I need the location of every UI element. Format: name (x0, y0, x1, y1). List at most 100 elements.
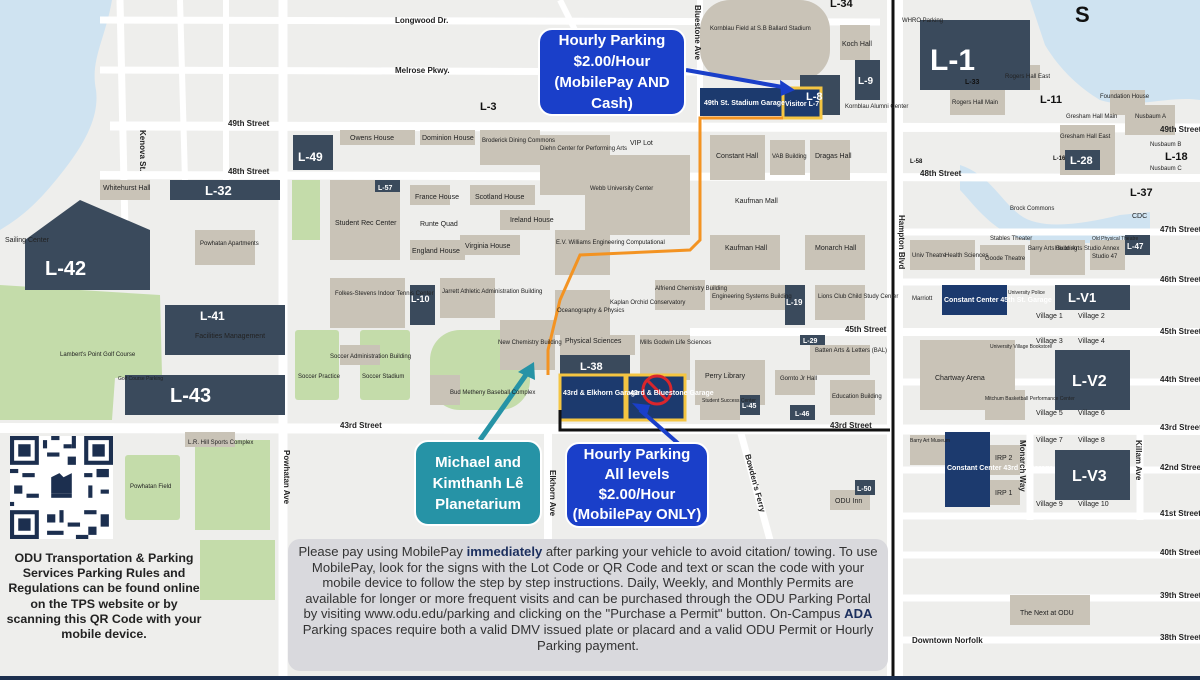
arrow-planetarium-head (518, 362, 535, 380)
label-rogers-east: Rogers Hall East (1005, 74, 1050, 80)
lot-l32-label: L-32 (205, 183, 232, 198)
lr-hill-bldg (185, 432, 235, 447)
soccer-admin-bldg (340, 345, 380, 365)
label-whro: WHRO Parking (902, 18, 943, 24)
lot-l34-label: L-34 (830, 0, 854, 10)
lot-lv1 (1055, 285, 1130, 310)
lot-l9 (855, 60, 880, 100)
webb-bldg (585, 155, 690, 235)
label-village5: Village 5 (1036, 410, 1063, 417)
street-longwood: Longwood Dr. (395, 16, 448, 25)
bud-metheny-bldg (430, 375, 460, 405)
monarch-hall-bldg (805, 235, 865, 270)
label-univ-village-bookstore: University Village Bookstore (990, 344, 1052, 350)
label-village1: Village 1 (1036, 313, 1063, 320)
footer-bar (0, 676, 1200, 680)
qr-code[interactable] (10, 436, 113, 539)
label-jarrett: Jarrett Athletic Administration Building (442, 289, 542, 295)
mills-godwin-bldg (640, 335, 690, 380)
street-elkhorn: Elkhorn Ave (548, 470, 557, 517)
ev-williams-bldg (555, 230, 610, 275)
label-powhatan-apts: Powhatan Apartments (200, 241, 259, 247)
street-43rd-c: 43rd Street (1160, 423, 1200, 432)
label-brock: Brock Commons (1010, 206, 1054, 212)
street-45th-b: 45th Street (1160, 327, 1200, 336)
stadium-garage (700, 88, 782, 116)
route-orange (546, 116, 783, 375)
field-lot-b (195, 440, 270, 530)
street-killam: Killam Ave (1134, 440, 1143, 481)
street-44th: 44th Street (1160, 375, 1200, 384)
koch-hall-bldg (840, 25, 870, 60)
lot-l16-label: L-16 (1053, 156, 1066, 162)
garage-constant43-label: Constant Center 43rd St Garage (947, 465, 1053, 472)
label-village10: Village 10 (1078, 501, 1109, 508)
label-facilities: Facilities Management (195, 333, 265, 340)
callout-line: Kimthanh Lê (432, 474, 524, 492)
label-marriott: Marriott (912, 296, 933, 302)
lot-l3-label: L-3 (480, 101, 497, 113)
label-village2: Village 2 (1078, 313, 1105, 320)
label-virginia: Virginia House (465, 243, 511, 250)
lot-l33-label: L-33 (965, 79, 980, 86)
label-batten: Batten Arts & Letters (BAL) (815, 348, 887, 354)
notice-emphasis: immediately (466, 544, 543, 559)
label-stables: Stables Theater (990, 236, 1032, 242)
label-engineering-sys: Engineering Systems Building (712, 294, 792, 300)
ocean-phys-bldg (555, 290, 610, 335)
label-owens: Owens House (350, 135, 394, 142)
lot-l50-label: L-50 (857, 486, 872, 493)
mitchum-bldg (985, 390, 1025, 420)
lot-l41-label: L-41 (200, 309, 225, 323)
label-vab: VAB Building (772, 154, 807, 160)
label-village7: Village 7 (1036, 437, 1063, 444)
label-gresham-main: Gresham Hall Main (1066, 114, 1117, 120)
studio47-bldg (1090, 240, 1125, 270)
folkes-bldg (330, 278, 405, 328)
lot-lv1-label: L-V1 (1068, 290, 1096, 305)
hourly-parking-callout-bottom: Hourly Parking All levels $2.00/Hour (Mo… (565, 442, 709, 528)
ireland-bldg (500, 210, 550, 230)
education-bldg (830, 380, 875, 415)
street-48th-b: 48th Street (920, 169, 962, 178)
jarrett-bldg (440, 278, 495, 318)
constant43-garage (945, 432, 990, 507)
label-monarch-hall: Monarch Hall (815, 245, 857, 252)
label-village8: Village 8 (1078, 437, 1105, 444)
lions-club-bldg (815, 285, 865, 320)
lot-l46 (790, 405, 815, 420)
street-40th: 40th Street (1160, 548, 1200, 557)
field-lot-a (292, 180, 320, 240)
lot-l37-label: L-37 (1130, 187, 1153, 199)
lot-l19 (785, 285, 805, 325)
street-powhatan: Powhatan Ave (282, 450, 291, 505)
nusbaum-bldg (1125, 105, 1175, 135)
notice-text: after parking your vehicle to avoid cita… (303, 544, 878, 622)
route-black (558, 410, 890, 432)
street-48th: 48th Street (228, 167, 270, 176)
label-kornblau: Kornblau Field at S.B Ballard Stadium (710, 26, 811, 32)
label-gresham-east: Gresham Hall East (1060, 134, 1111, 140)
label-mills-godwin: Mills Godwin Life Sciences (640, 340, 711, 346)
lot-l32 (170, 180, 280, 200)
street-45th: 45th Street (845, 325, 887, 334)
golf-course (0, 285, 162, 420)
univ-theatre-bldg (910, 240, 945, 270)
label-health-sciences: Health Sciences (945, 253, 988, 259)
scotland-bldg (470, 185, 535, 205)
label-soccer-admin: Soccer Administration Building (330, 354, 411, 360)
lot-l49-label: L-49 (298, 150, 323, 164)
garage-stadium-label: 49th St. Stadium Garage (704, 100, 785, 107)
label-student-rec: Student Rec Center (335, 220, 397, 227)
callout-line: Cash) (591, 95, 633, 112)
label-diehn: Diehn Center for Performing Arts (540, 146, 627, 152)
qr-caption: ODU Transportation & Parking Services Pa… (6, 551, 202, 642)
label-kaufman-mall: Kaufman Mall (735, 198, 778, 205)
label-oldphys: Old Physical Theatre (1092, 236, 1139, 242)
barry-art-museum-bldg (910, 435, 945, 465)
street-hampton: Hampton Blvd (897, 215, 906, 269)
label-hixon: Hixon Arts Studio Annex (1055, 246, 1119, 252)
callout-line: Hourly Parking (583, 446, 691, 463)
label-constant-hall: Constant Hall (716, 153, 758, 160)
